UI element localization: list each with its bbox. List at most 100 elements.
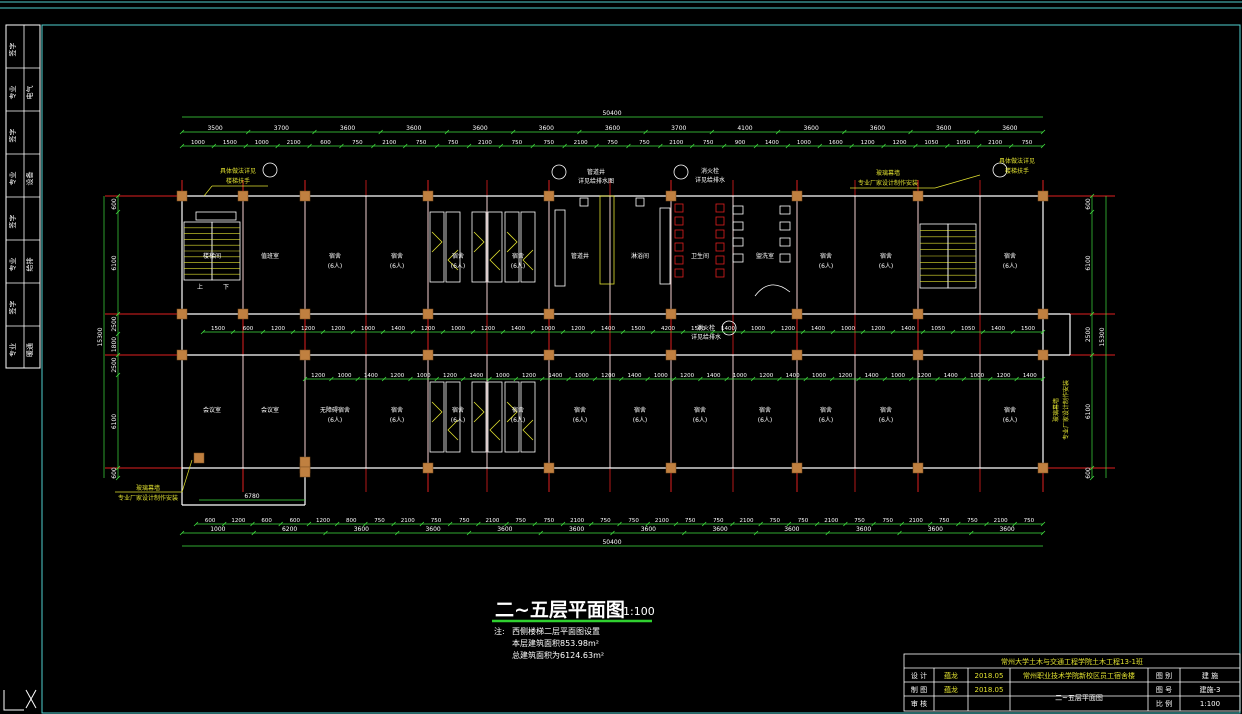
dimension-text: 3600 xyxy=(497,526,512,533)
dimension-tick xyxy=(355,376,360,382)
dimension-tick xyxy=(610,530,615,536)
dimension-text: 3600 xyxy=(354,526,369,533)
dimension-tick xyxy=(770,329,776,335)
dimension-text: 1400 xyxy=(601,326,615,332)
dimension-text: 750 xyxy=(515,518,526,524)
room-capacity-south: (6人) xyxy=(328,417,343,424)
dimension-text: 1400 xyxy=(391,326,405,332)
bathroom-pod xyxy=(504,381,520,453)
dimension-tick xyxy=(1089,475,1095,481)
dimension-text: 1200 xyxy=(871,326,885,332)
dimension-text: 1200 xyxy=(231,518,245,524)
note-line-1: 西侧楼梯二层平面图设置 xyxy=(512,626,600,636)
dimension-tick xyxy=(753,530,759,536)
annotation-fire-hydrant-corridor: 消火栓 xyxy=(697,324,715,332)
dimension-text: 1000 xyxy=(733,373,747,379)
toilet-stall xyxy=(715,268,725,278)
title-block-name: 蕴龙 xyxy=(944,685,958,694)
dimension-tick xyxy=(350,329,356,335)
room-name-north: 管道井 xyxy=(571,252,589,260)
annotation-stair-right-ref: 楼梯扶手 xyxy=(1005,167,1029,175)
dimension-tick xyxy=(371,143,376,149)
dimension-tick xyxy=(562,143,567,149)
dimension-text: 4100 xyxy=(737,125,752,132)
dimension-text: 1200 xyxy=(421,326,435,332)
washbasin xyxy=(779,205,791,215)
title-block-date: 2018.05 xyxy=(975,686,1004,694)
dimension-tick xyxy=(689,143,695,149)
dimension-tick xyxy=(193,521,199,527)
dimension-tick xyxy=(588,521,594,527)
dimension-text: 1000 xyxy=(970,373,984,379)
dimension-text: 3600 xyxy=(712,526,727,533)
dimension-tick xyxy=(260,329,266,335)
room-capacity-south: (6人) xyxy=(693,417,708,424)
dimension-tick xyxy=(221,521,227,527)
dimension-tick xyxy=(566,376,571,382)
structural-column xyxy=(299,190,311,202)
dimension-tick xyxy=(1089,465,1095,471)
dimension-text: 3600 xyxy=(999,526,1014,533)
dimension-text: 1200 xyxy=(861,140,875,146)
bathroom-pod xyxy=(445,381,461,453)
dimension-tick xyxy=(829,376,835,382)
room-name-north: 楼梯间 xyxy=(203,252,221,260)
dimension-tick xyxy=(709,129,715,135)
dimension-tick xyxy=(560,329,566,335)
dimension-tick xyxy=(1040,143,1046,149)
dimension-text: 750 xyxy=(431,518,442,524)
door-swing xyxy=(506,401,534,441)
washbasin xyxy=(779,253,791,263)
dimension-tick xyxy=(320,329,326,335)
note-label: 注: xyxy=(494,626,505,636)
sidebar-subcell-label: 电气 xyxy=(25,86,34,100)
detail-index-marker xyxy=(992,162,1008,178)
room-name-north: 盥洗室 xyxy=(756,252,774,260)
dimension-text: 750 xyxy=(1024,518,1035,524)
door-swing xyxy=(473,401,501,441)
sidebar-cell-label: 专业 xyxy=(8,343,17,357)
dimension-tick xyxy=(434,143,440,149)
dimension-text: 750 xyxy=(939,518,950,524)
dimension-tick xyxy=(786,521,792,527)
room-name-north: 卫生间 xyxy=(691,252,709,260)
sidebar-cell-label: 专业 xyxy=(8,258,17,272)
room-capacity-south: (6人) xyxy=(819,417,834,424)
room-capacity-north: (6人) xyxy=(328,263,343,270)
dimension-text: 3700 xyxy=(274,125,289,132)
dimension-tick xyxy=(251,530,257,536)
dimension-text: 2100 xyxy=(655,518,669,524)
bathroom-pod xyxy=(520,381,536,453)
dimension-text: 1200 xyxy=(759,373,773,379)
note-line-2: 本层建筑面积853.98m² xyxy=(512,638,599,648)
room-capacity-south: (6人) xyxy=(573,417,588,424)
dimension-text: 1050 xyxy=(931,326,945,332)
dimension-text: 600 xyxy=(290,518,301,524)
dimension-text: 2100 xyxy=(382,140,396,146)
bathroom-pod xyxy=(471,211,487,283)
room-capacity-north: (6人) xyxy=(390,263,405,270)
dimension-tick xyxy=(908,129,913,135)
dimension-tick xyxy=(487,376,492,382)
dimension-text: 2100 xyxy=(994,518,1008,524)
dimension-text: 750 xyxy=(448,140,459,146)
dimension-text: 1200 xyxy=(838,373,852,379)
dimension-tick xyxy=(710,329,716,335)
dimension-text: 1400 xyxy=(627,373,641,379)
dimension-tick xyxy=(447,521,453,527)
dimension-tick xyxy=(513,376,519,382)
dimension-text: 1000 xyxy=(417,373,431,379)
dimension-text: 1000 xyxy=(338,373,352,379)
dimension-text: 3700 xyxy=(671,125,686,132)
room-name-north: 值班室 xyxy=(261,252,279,260)
dimension-text: 750 xyxy=(703,140,714,146)
room-name-south: 宿舍 xyxy=(880,406,892,414)
stair-down-label: 下 xyxy=(223,284,229,291)
room-name-south: 宿舍 xyxy=(391,406,403,414)
toilet-stall xyxy=(674,268,684,278)
door-swing xyxy=(431,231,459,271)
dimension-tick xyxy=(620,329,626,335)
dimension-text: 1200 xyxy=(571,326,585,332)
